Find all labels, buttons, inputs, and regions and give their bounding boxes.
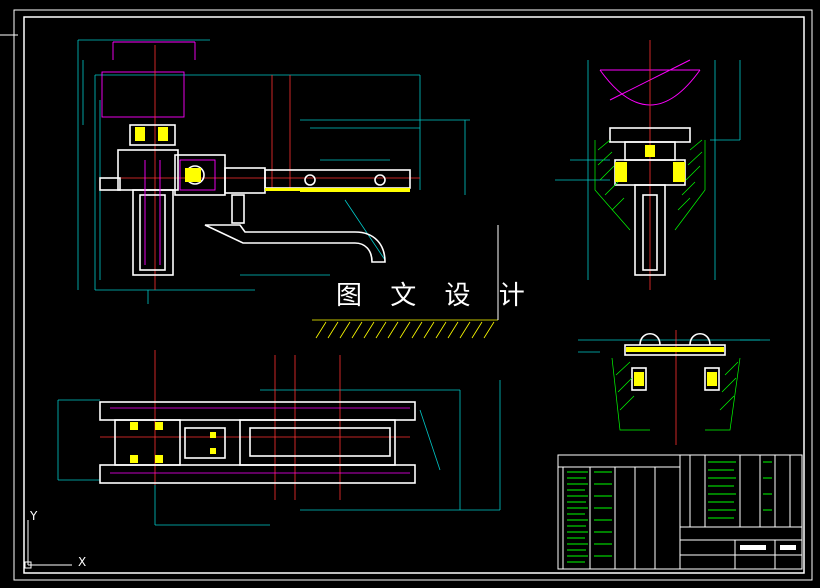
section-view: [578, 330, 770, 445]
plan-view-section-lines: [110, 407, 410, 474]
side-view: [555, 40, 741, 290]
plan-view-part: [99, 401, 416, 484]
front-view-part: [99, 124, 411, 276]
watermark-text: 图 文 设 计: [336, 281, 535, 311]
plan-view: [57, 350, 501, 526]
side-view-part: [609, 127, 691, 276]
front-view: [77, 39, 470, 304]
plan-view-center-lines: [100, 350, 410, 500]
side-view-dimensions: [555, 60, 741, 280]
plan-view-hatch: [130, 422, 216, 463]
section-view-hatch: [626, 347, 724, 386]
front-view-hatch: [135, 127, 410, 192]
drawing-frame: [13, 9, 813, 581]
section-view-dimensions: [578, 339, 770, 353]
plan-view-dimensions: [57, 380, 501, 526]
side-view-ground: [594, 139, 706, 231]
section-view-ground: [611, 357, 741, 431]
x-axis-label: X: [78, 555, 86, 569]
front-view-section-lines: [101, 41, 196, 118]
front-view-internal: [144, 159, 216, 265]
ground-hatch: [312, 319, 498, 339]
front-view-center-lines: [105, 45, 420, 290]
front-view-dimensions: [77, 39, 470, 304]
ucs-icon: [24, 520, 72, 569]
side-view-hatch: [615, 145, 685, 182]
y-axis-label: Y: [29, 509, 38, 523]
title-block: [557, 454, 803, 570]
section-view-part: [624, 332, 726, 391]
